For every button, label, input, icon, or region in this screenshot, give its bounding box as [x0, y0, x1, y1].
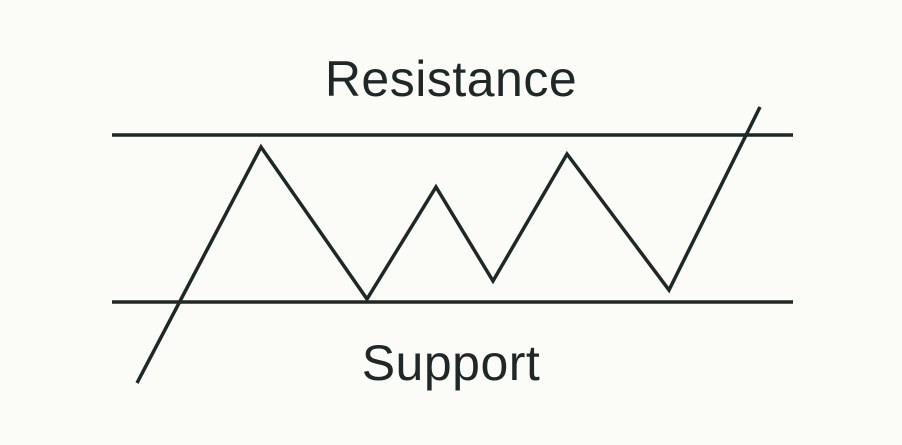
- price-zigzag-line: [135, 106, 762, 384]
- resistance-label: Resistance: [324, 51, 578, 107]
- support-label: Support: [361, 335, 541, 391]
